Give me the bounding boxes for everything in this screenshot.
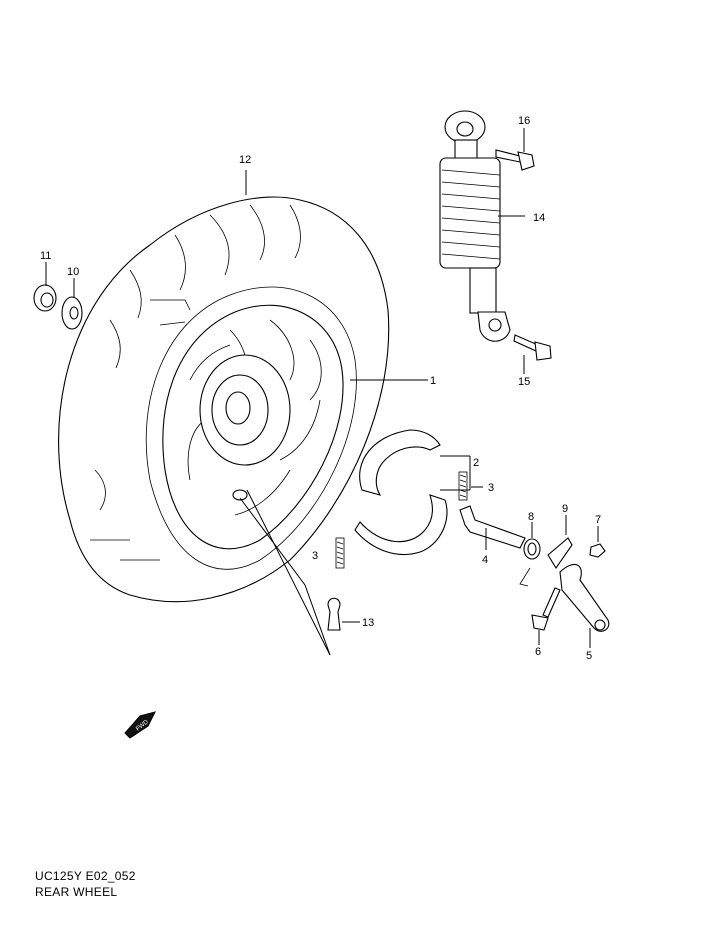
rear-shock-absorber [439,110,525,342]
callout-13: 13 [362,617,374,629]
camshaft-seal [519,522,541,587]
callout-6: 6 [535,646,541,658]
diagram-title: REAR WHEEL [35,885,118,899]
callout-4: 4 [482,554,488,566]
forward-direction-arrow-icon: FWD [124,711,156,739]
callout-11: 11 [40,250,51,262]
brake-shoe-set [354,429,471,556]
diagram-footer: UC125Y E02_052 REAR WHEEL [35,868,136,900]
axle-nut-and-washer [33,262,83,330]
brake-spring-upper [458,471,468,501]
callout-9: 9 [562,503,568,515]
wear-indicator-plate [547,515,573,570]
callout-5: 5 [586,650,592,662]
callout-3-lower: 3 [312,550,318,562]
callout-1: 1 [430,375,436,387]
brake-spring-lower [335,537,345,569]
callout-10: 10 [67,266,79,278]
shock-lower-bolt [513,334,552,374]
callout-12: 12 [239,154,251,166]
brake-cam-lever [559,563,610,648]
callout-7: 7 [595,514,601,526]
brake-camshaft [459,505,526,550]
callout-2: 2 [473,457,479,469]
callout-14: 14 [533,212,545,224]
shock-upper-bolt [495,128,535,171]
callout-3-upper: 3 [488,482,494,494]
callout-16: 16 [518,115,530,127]
cam-lever-bolt [531,587,561,645]
diagram-code: UC125Y E02_052 [35,869,136,883]
tire-valve [327,597,360,631]
rear-wheel-assembly [58,196,390,656]
callout-15: 15 [518,376,530,388]
callout-8: 8 [528,511,534,523]
cam-lever-nut [589,526,606,558]
